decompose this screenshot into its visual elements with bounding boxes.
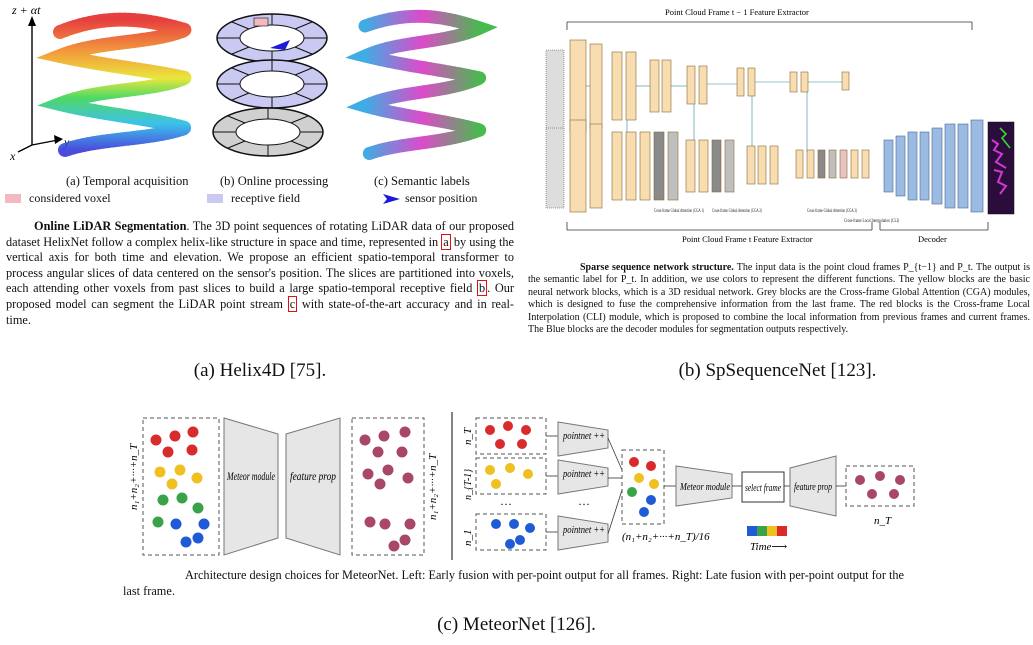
axis-z-label: z + αt (11, 3, 41, 17)
left-input-points (150, 426, 210, 548)
legend-label-sensor: sensor position (405, 191, 478, 205)
svg-text:pointnet ++: pointnet ++ (562, 431, 605, 442)
caption-spsequencenet: (b) SpSequenceNet [123]. (678, 360, 877, 381)
svg-text:n_{T-1}: n_{T-1} (463, 469, 474, 500)
merged-count-label: (n₁+n₂+···+n_T)/16 (622, 531, 710, 543)
subcaption-temporal: (a) Temporal acquisition (66, 174, 189, 188)
legend-label-considered: considered voxel (29, 191, 111, 205)
label-cga1: Cross-frame Global Attention (CGA 1) (654, 207, 704, 214)
spsequencenet-diagram: Point Cloud Frame t − 1 Feature Extracto… (545, 7, 1015, 244)
subcaption-online: (b) Online processing (220, 174, 329, 188)
svg-text:pointnet ++: pointnet ++ (562, 469, 605, 480)
time-label: Time⟶ (750, 541, 787, 553)
helix-figure: z + αt y x (9, 3, 501, 163)
sensor-position-icon (383, 194, 400, 204)
svg-text:···: ··· (578, 497, 590, 511)
left-output-points (359, 426, 416, 552)
semantic-helix (345, 9, 501, 161)
ref-b[interactable]: b (477, 280, 488, 297)
label-cli: Cross-frame Local Interpolation (CLI) (844, 217, 899, 224)
meteor-module-block (223, 417, 279, 556)
caption-helix4d: (a) Helix4D [75]. (193, 360, 327, 381)
left-output-box (351, 417, 425, 556)
temporal-helix (36, 12, 209, 157)
legend-swatch-receptive (207, 194, 223, 203)
frame-1: n_1 (462, 513, 547, 551)
ref-a[interactable]: a (441, 233, 451, 250)
right-meteor-label: Meteor module (679, 482, 730, 493)
select-frame-label: select frame (745, 483, 781, 494)
legend-label-receptive: receptive field (231, 191, 300, 205)
right-feature-prop-block (789, 455, 837, 517)
pointnet-blocks: pointnet ++ pointnet ++ pointnet ++ (557, 421, 609, 551)
final-output-size: n_T (874, 515, 892, 527)
desc-title: Sparse sequence network structure. (580, 262, 734, 273)
decoder-blocks (883, 119, 984, 213)
bottom-frame-label: Point Cloud Frame t Feature Extractor (682, 234, 813, 244)
left-input-box (142, 417, 220, 556)
helix-description: Online LiDAR Segmentation. The 3D point … (6, 219, 515, 327)
input-cloud-curr (545, 127, 565, 209)
panel-c: n₁+n₂+···+n_T Meteor module feature prop… (0, 400, 1033, 645)
top-frame-label: Point Cloud Frame t − 1 Feature Extracto… (665, 7, 809, 17)
label-cga2: Cross-frame Global Attention (CGA 2) (712, 207, 762, 214)
vertical-ellipsis: ··· (500, 497, 512, 511)
right-meteor-block (675, 465, 733, 507)
axis-x-label: x (9, 149, 16, 163)
label-cga3: Cross-frame Global Attention (CGA 3) (807, 207, 857, 214)
desc-text: The input data is the point cloud frames… (528, 262, 1030, 336)
top-encoder-blocks (569, 39, 850, 133)
online-processing-helix (212, 13, 328, 157)
input-cloud-prev (545, 49, 565, 131)
ref-c[interactable]: c (287, 295, 298, 312)
time-colorbar (747, 526, 787, 536)
right-feature-prop-label: feature prop (794, 481, 832, 493)
feature-prop-label: feature prop (290, 469, 336, 483)
legend: considered voxel receptive field sensor … (5, 191, 515, 207)
output-segmentation (987, 121, 1015, 215)
select-frame-block (741, 471, 785, 503)
frame-T-1: n_{T-1} (463, 457, 547, 500)
bottom-encoder-blocks (569, 119, 870, 213)
meteornet-caption-text: Architecture design choices for MeteorNe… (123, 568, 905, 598)
svg-text:pointnet ++: pointnet ++ (562, 525, 605, 536)
para-title: Online LiDAR Segmentation (34, 219, 187, 233)
module-labels: Cross-frame Global Attention (CGA 1) Cro… (654, 207, 899, 224)
legend-swatch-considered (5, 194, 21, 203)
frame-T: n_T (462, 417, 547, 455)
left-input-size: n₁+n₂+···+n_T (128, 443, 140, 510)
decoder-label: Decoder (918, 234, 947, 244)
caption-meteornet: (c) MeteorNet [126]. (437, 614, 596, 635)
spsequencenet-description: Sparse sequence network structure. The i… (528, 262, 1030, 336)
subcaption-semantic: (c) Semantic labels (374, 174, 470, 188)
svg-text:n_1: n_1 (462, 530, 474, 547)
axis-y-label: y (63, 135, 70, 149)
svg-text:n_T: n_T (462, 427, 474, 445)
right-output-size: n₁+n₂+···+n_T (427, 453, 439, 520)
axis-gizmo (17, 16, 63, 153)
meteornet-diagram: n₁+n₂+···+n_T Meteor module feature prop… (128, 412, 915, 560)
meteor-module-label: Meteor module (226, 469, 275, 483)
merged-points-box (621, 449, 665, 525)
final-output-points (855, 471, 905, 499)
final-output-box (845, 465, 915, 507)
merged-points (627, 457, 659, 517)
panel-b: Point Cloud Frame t − 1 Feature Extracto… (522, 0, 1033, 395)
feature-prop-block (285, 417, 341, 556)
panel-a: z + αt y x (0, 0, 520, 395)
